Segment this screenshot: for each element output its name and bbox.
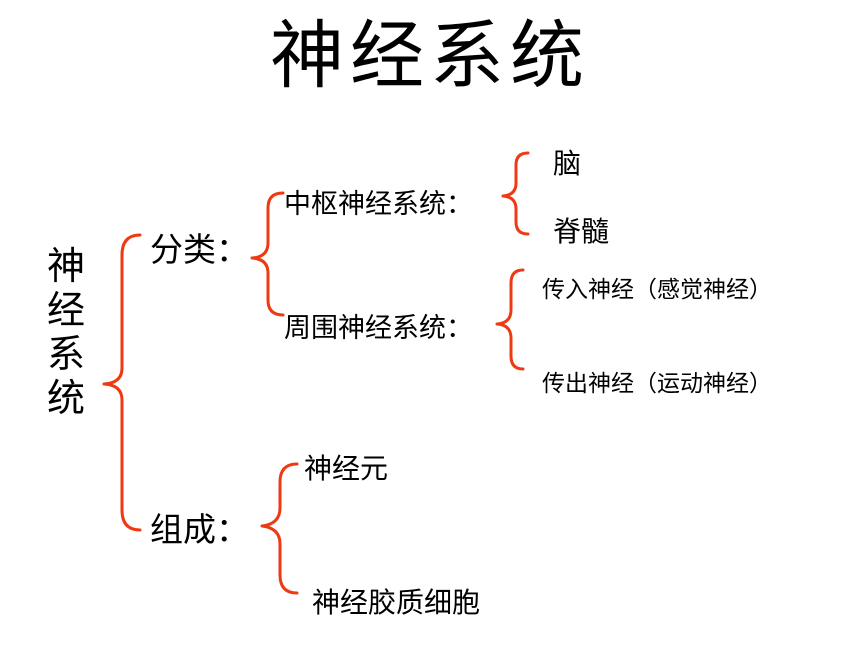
afferent-nerve-label: 传入神经（感觉神经） [542, 277, 772, 303]
neuron-label: 神经元 [304, 452, 389, 485]
central-nervous-system-label: 中枢神经系统： [284, 189, 473, 220]
page-title: 神经系统 [270, 13, 590, 99]
peripheral-nervous-system-label: 周围神经系统： [284, 313, 473, 344]
root-label: 神经系统 [46, 244, 85, 420]
central-brace [501, 151, 530, 236]
efferent-nerve-label: 传出神经（运动神经） [542, 371, 772, 397]
spinal-cord-label: 脊髓 [553, 215, 610, 248]
composition-brace [260, 462, 299, 595]
root-brace [102, 233, 142, 532]
glial-cell-label: 神经胶质细胞 [312, 586, 481, 619]
peripheral-brace [495, 268, 525, 371]
classification-label: 分类： [150, 230, 249, 269]
composition-label: 组成： [150, 510, 249, 549]
classification-brace [250, 191, 285, 317]
brain-label: 脑 [553, 147, 582, 180]
